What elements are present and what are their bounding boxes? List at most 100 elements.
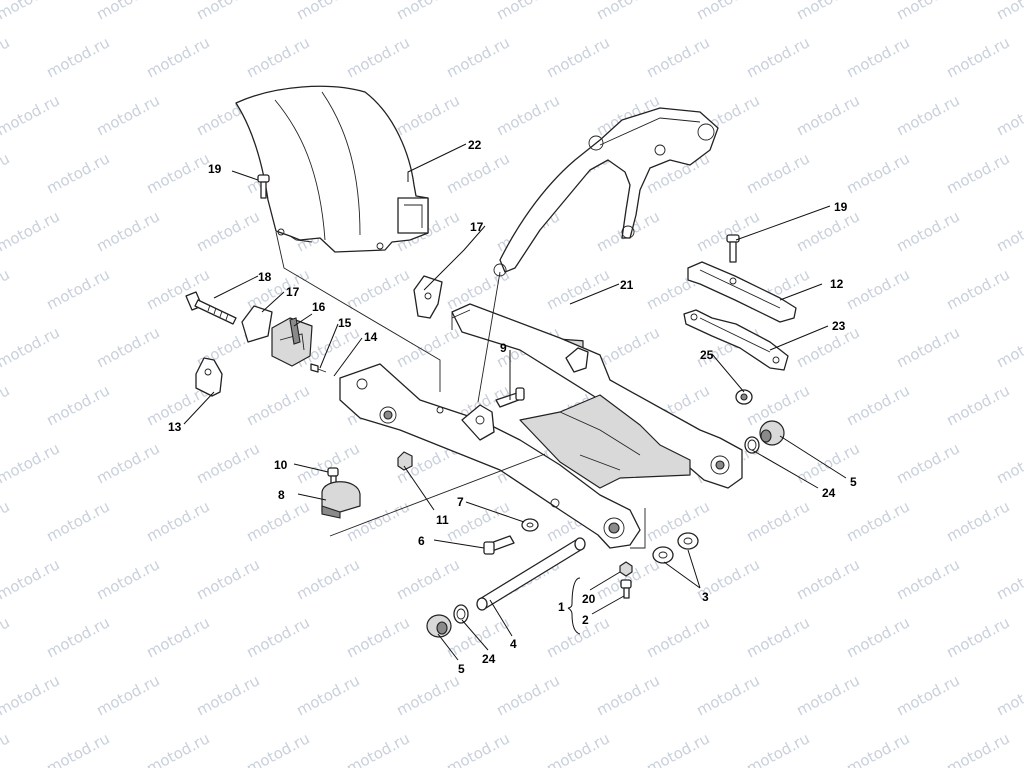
callout-22: 22 bbox=[468, 138, 482, 152]
watermark-text: motod.ru bbox=[43, 613, 112, 661]
watermark-text: motod.ru bbox=[893, 91, 962, 139]
part-20-nut bbox=[619, 561, 633, 577]
watermark-text: motod.ru bbox=[343, 33, 412, 81]
watermark-text: motod.ru bbox=[93, 207, 162, 255]
watermark-text: motod.ru bbox=[143, 33, 212, 81]
watermark-text: motod.ru bbox=[243, 497, 312, 545]
watermark-text: motod.ru bbox=[993, 323, 1024, 371]
watermark-text: motod.ru bbox=[743, 33, 812, 81]
watermark-text: motod.ru bbox=[743, 729, 812, 768]
watermark-text: motod.ru bbox=[0, 149, 13, 197]
watermark-text: motod.ru bbox=[43, 729, 112, 768]
watermark-text: motod.ru bbox=[393, 323, 462, 371]
watermark-text: motod.ru bbox=[893, 671, 962, 719]
watermark-text: motod.ru bbox=[243, 729, 312, 768]
watermark-text: motod.ru bbox=[793, 91, 862, 139]
part-6-bolt bbox=[483, 535, 515, 555]
watermark-text: motod.ru bbox=[143, 729, 212, 768]
watermark-text: motod.ru bbox=[543, 729, 612, 768]
watermark-text: motod.ru bbox=[843, 613, 912, 661]
part-2-screw bbox=[620, 579, 632, 599]
assembly-guide-lines bbox=[275, 231, 646, 549]
watermark-text: motod.ru bbox=[293, 0, 362, 24]
watermark-text: motod.ru bbox=[443, 33, 512, 81]
watermark-text: motod.ru bbox=[793, 323, 862, 371]
callout-19-right: 19 bbox=[834, 200, 848, 214]
watermark-text: motod.ru bbox=[593, 671, 662, 719]
watermark-text: motod.ru bbox=[293, 439, 362, 487]
watermark-text: motod.ru bbox=[793, 207, 862, 255]
part-18-bolt bbox=[185, 291, 237, 325]
watermark-text: motod.ru bbox=[893, 207, 962, 255]
callout-20: 20 bbox=[582, 592, 596, 606]
watermark-text: motod.ru bbox=[943, 149, 1012, 197]
callout-24-right: 24 bbox=[822, 486, 836, 500]
watermark-text: motod.ru bbox=[893, 0, 962, 24]
watermark-text: motod.ru bbox=[893, 555, 962, 603]
watermark-text: motod.ru bbox=[0, 265, 13, 313]
watermark-text: motod.ru bbox=[793, 0, 862, 24]
watermark-text: motod.ru bbox=[443, 149, 512, 197]
callout-4: 4 bbox=[510, 637, 517, 651]
watermark-text: motod.ru bbox=[343, 265, 412, 313]
callout-6: 6 bbox=[418, 534, 425, 548]
watermark-text: motod.ru bbox=[243, 613, 312, 661]
watermark-text: motod.ru bbox=[93, 323, 162, 371]
callout-25: 25 bbox=[700, 348, 714, 362]
watermark-text: motod.ru bbox=[393, 91, 462, 139]
watermark-text: motod.ru bbox=[643, 33, 712, 81]
part-12-chain-slider bbox=[687, 261, 797, 323]
watermark-text: motod.ru bbox=[0, 0, 63, 24]
watermark-text: motod.ru bbox=[293, 555, 362, 603]
watermark-text: motod.ru bbox=[43, 149, 112, 197]
watermark-text: motod.ru bbox=[243, 33, 312, 81]
callout-2: 2 bbox=[582, 613, 589, 627]
watermark-text: motod.ru bbox=[443, 729, 512, 768]
watermark-text: motod.ru bbox=[993, 555, 1024, 603]
watermark-text: motod.ru bbox=[943, 33, 1012, 81]
watermark-text: motod.ru bbox=[843, 33, 912, 81]
watermark-text: motod.ru bbox=[0, 613, 13, 661]
watermark-text: motod.ru bbox=[343, 729, 412, 768]
part-8-clamp bbox=[321, 481, 361, 519]
watermark-text: motod.ru bbox=[0, 671, 63, 719]
watermark-text: motod.ru bbox=[843, 497, 912, 545]
watermark-text: motod.ru bbox=[843, 149, 912, 197]
part-torque-arm bbox=[493, 107, 719, 277]
callout-15: 15 bbox=[338, 316, 352, 330]
part-swingarm bbox=[339, 303, 743, 549]
watermark-text: motod.ru bbox=[93, 671, 162, 719]
watermark-text: motod.ru bbox=[943, 613, 1012, 661]
watermark-text: motod.ru bbox=[993, 439, 1024, 487]
watermark-text: motod.ru bbox=[543, 265, 612, 313]
callout-labels: 22 19 19 17 17 18 16 15 14 13 21 12 23 2… bbox=[168, 138, 857, 676]
callout-1: 1 bbox=[558, 600, 565, 614]
callout-23: 23 bbox=[832, 319, 846, 333]
watermark-text: motod.ru bbox=[393, 0, 462, 24]
callout-19-top-left: 19 bbox=[208, 162, 222, 176]
watermark-text: motod.ru bbox=[93, 91, 162, 139]
watermark-text: motod.ru bbox=[693, 207, 762, 255]
watermark-text: motod.ru bbox=[43, 265, 112, 313]
watermark-text: motod.ru bbox=[343, 613, 412, 661]
watermark-text: motod.ru bbox=[93, 439, 162, 487]
part-13-bracket bbox=[195, 357, 223, 397]
watermark-text: motod.ru bbox=[393, 671, 462, 719]
watermark-text: motod.ru bbox=[0, 381, 13, 429]
watermark-text: motod.ru bbox=[843, 729, 912, 768]
callout-12: 12 bbox=[830, 277, 844, 291]
callout-16: 16 bbox=[312, 300, 326, 314]
part-16-cable-guide bbox=[271, 317, 313, 367]
watermark-text: motod.ru bbox=[0, 729, 13, 768]
callout-17-lower: 17 bbox=[286, 285, 300, 299]
callout-18: 18 bbox=[258, 270, 272, 284]
watermark-text: motod.ru bbox=[0, 439, 63, 487]
part-23-slider-base bbox=[683, 309, 789, 371]
watermark-text: motod.ru bbox=[143, 497, 212, 545]
watermark-text: motod.ru bbox=[943, 265, 1012, 313]
watermark-text: motod.ru bbox=[843, 265, 912, 313]
part-19-screw-top-left bbox=[257, 174, 270, 199]
watermark-text: motod.ru bbox=[293, 671, 362, 719]
watermark-text: motod.ru bbox=[43, 381, 112, 429]
part-24-seal-right bbox=[744, 436, 760, 454]
